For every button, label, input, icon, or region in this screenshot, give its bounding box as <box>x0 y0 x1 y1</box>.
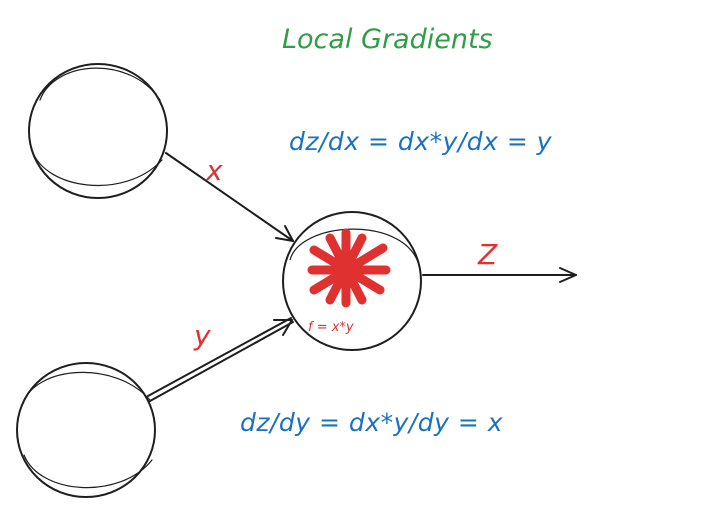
edge-x-label: x <box>205 154 223 187</box>
function-label: f = x*y <box>308 320 354 335</box>
input-node-x <box>28 63 168 199</box>
equation-dz-dx: dz/dx = dx*y/dx = y <box>289 127 553 156</box>
edge-z-arrow <box>422 267 577 283</box>
edge-x-arrow <box>165 152 294 242</box>
multiply-asterisk-icon <box>307 228 391 308</box>
edge-y-arrow <box>147 317 294 402</box>
diagram-title: Local Gradients <box>282 24 493 55</box>
multiply-node <box>282 211 422 351</box>
equation-dz-dy: dz/dy = dx*y/dy = x <box>240 408 503 437</box>
edge-z-label: Z <box>477 238 498 271</box>
edge-y-label: y <box>193 319 211 352</box>
input-node-y <box>16 362 156 498</box>
